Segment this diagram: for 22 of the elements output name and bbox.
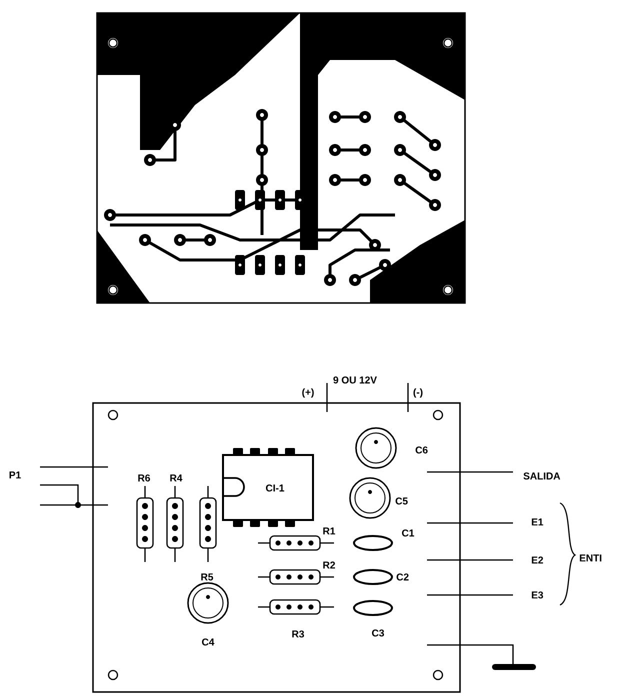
component-label: R3 <box>292 630 304 638</box>
component-label: P1 <box>10 472 21 478</box>
component-label: C3 <box>372 629 384 637</box>
component-label: R5 <box>201 574 214 580</box>
component-label: (-) <box>414 388 422 398</box>
component-label: (+) <box>302 388 314 398</box>
component-label: CI-1 <box>266 484 284 492</box>
component-label: C1 <box>402 529 414 537</box>
component-label: C2 <box>396 573 409 581</box>
component-label: SALIDA <box>523 472 560 480</box>
component-label: E3 <box>532 591 544 599</box>
component-label: R1 <box>323 528 336 534</box>
component-label: R2 <box>323 562 335 568</box>
component-label: E1 <box>532 518 544 526</box>
component-label: R6 <box>138 474 150 482</box>
component-label: ENTI <box>580 554 602 562</box>
component-label: C5 <box>396 497 408 505</box>
component-label: C4 <box>202 638 214 646</box>
component-label: R4 <box>170 474 182 482</box>
component-label: 9 OU 12V <box>333 376 377 384</box>
component-label: C6 <box>416 446 428 454</box>
component-label: E2 <box>532 556 544 564</box>
